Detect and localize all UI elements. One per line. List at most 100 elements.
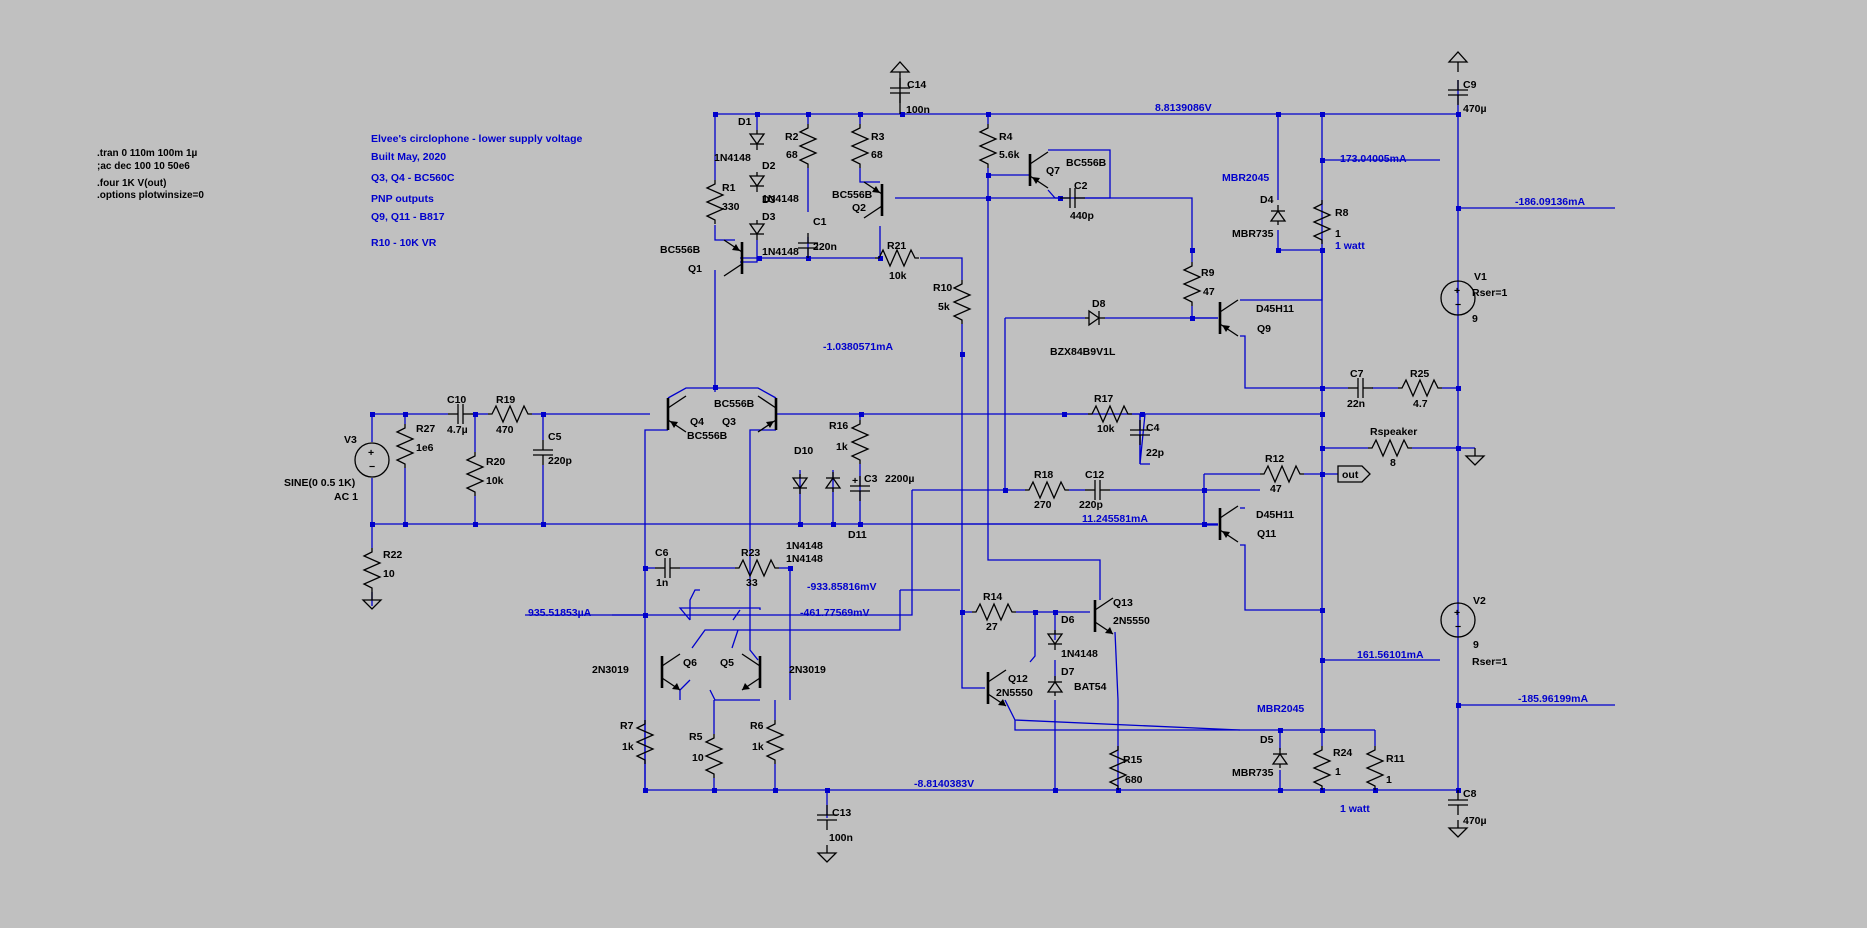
value-r2: 68 [786, 149, 798, 161]
label-r11: R11 [1386, 753, 1405, 765]
label-r5: R5 [689, 731, 703, 743]
label-r1: R1 [722, 182, 736, 194]
label-c13: C13 [832, 807, 851, 819]
value-c7: 22n [1347, 398, 1365, 410]
func-v3: SINE(0 0.5 1K) [284, 477, 355, 489]
label-r3: R3 [871, 131, 885, 143]
value-r4: 5.6k [999, 149, 1020, 161]
model-q5: 2N3019 [789, 664, 826, 676]
readout-i-r12: 11.245581mA [1082, 513, 1148, 525]
out-flag: out [1342, 469, 1359, 481]
label-d4: D4 [1260, 194, 1274, 206]
value-c1: 220n [813, 241, 837, 253]
readout-v-q5: -933.85816mV [807, 581, 876, 593]
label-d8: D8 [1092, 298, 1106, 310]
readout-bottom-rail: -8.8140383V [914, 778, 974, 790]
model-q6: 2N3019 [592, 664, 629, 676]
value-r27: 1e6 [416, 442, 434, 454]
value-r18: 270 [1034, 499, 1052, 511]
value-r6: 1k [752, 741, 764, 753]
readout-v-q6: -461.77569mV [800, 607, 869, 619]
model-q1: BC556B [660, 244, 701, 256]
label-r2: R2 [785, 131, 799, 143]
note-q9q11: Q9, Q11 - B817 [371, 211, 445, 223]
readout-i-v1: -186.09136mA [1515, 196, 1585, 208]
label-c2: C2 [1074, 180, 1088, 192]
readout-top-rail: 8.8139086V [1155, 102, 1212, 114]
schematic-notes: Elvee's circlophone - lower supply volta… [371, 133, 583, 249]
value-r24: 1 [1335, 766, 1341, 778]
value-d7: BAT54 [1074, 681, 1107, 693]
label-q3: Q3 [722, 416, 736, 428]
value-r12: 47 [1270, 483, 1282, 495]
note-r10: R10 - 10K VR [371, 237, 437, 249]
svg-text:+: + [852, 475, 858, 487]
value-c4: 22p [1146, 447, 1164, 459]
label-r14: R14 [983, 591, 1002, 603]
value-r21: 10k [889, 270, 907, 282]
value-r5: 10 [692, 752, 704, 764]
directive-four: .four 1K V(out) [97, 178, 166, 189]
value-c9: 470µ [1463, 103, 1487, 115]
value-c6: 1n [656, 577, 668, 589]
label-c4: C4 [1146, 422, 1160, 434]
value-d1: 1N4148 [714, 152, 751, 164]
value-r16: 1k [836, 441, 848, 453]
value-c3: 2200µ [885, 473, 914, 485]
label-c8: C8 [1463, 788, 1477, 800]
model-q3: BC556B [714, 398, 755, 410]
model-q11: D45H11 [1256, 509, 1294, 521]
label-r15: R15 [1123, 754, 1142, 766]
value-v1: 9 [1472, 313, 1478, 325]
label-q9: Q9 [1257, 323, 1271, 335]
label-d3: D3 [762, 194, 776, 206]
label-c14: C14 [907, 79, 926, 91]
label-r23: R23 [741, 547, 760, 559]
label-q2: Q2 [852, 202, 866, 214]
value-c14: 100n [906, 104, 930, 116]
label-r17: R17 [1094, 393, 1113, 405]
component-symbols: + [354, 51, 1485, 863]
alt-d4: MBR2045 [1222, 172, 1269, 184]
label-c5: C5 [548, 431, 562, 443]
value-c5: 220p [548, 455, 572, 467]
component-labels: C14 100n C9 470µ D1 1N4148 D2 D3 [714, 79, 1487, 206]
label-c10: C10 [447, 394, 466, 406]
value-r17: 10k [1097, 423, 1115, 435]
value-d10: 1N4148 [786, 540, 823, 552]
rser-v2: Rser=1 [1472, 656, 1507, 668]
readout-i-q6: 935.51853µA [528, 607, 592, 619]
label-c9: C9 [1463, 79, 1477, 91]
label-c1: C1 [813, 216, 827, 228]
label-c7: C7 [1350, 368, 1364, 380]
label-r6: R6 [750, 720, 764, 732]
label-v3: V3 [344, 434, 357, 446]
value-v2: 9 [1473, 639, 1479, 651]
model-q13: 2N5550 [1113, 615, 1150, 627]
model-q12: 2N5550 [996, 687, 1033, 699]
model-q7: BC556B [1066, 157, 1107, 169]
readout-i-r8: 173.04005mA [1340, 153, 1407, 165]
value-r11: 1 [1386, 774, 1392, 786]
label-r9: R9 [1201, 267, 1215, 279]
readout-i-r10: -1.0380571mA [823, 341, 893, 353]
rating-r8: 1 watt [1335, 240, 1365, 252]
spice-directives: .tran 0 110m 100m 1µ ;ac dec 100 10 50e6… [97, 148, 204, 201]
rser-v1: Rser=1 [1472, 287, 1507, 299]
model-q2: BC556B [832, 189, 873, 201]
model-d4: MBR735 [1232, 228, 1274, 240]
value-r1: 330 [722, 201, 740, 213]
note-title: Elvee's circlophone - lower supply volta… [371, 133, 583, 145]
value-r19: 470 [496, 424, 514, 436]
label-q7: Q7 [1046, 165, 1060, 177]
value-r14: 27 [986, 621, 998, 633]
value-c8: 470µ [1463, 815, 1487, 827]
label-r22: R22 [383, 549, 402, 561]
note-built: Built May, 2020 [371, 151, 446, 163]
net-readouts: 8.8139086V 173.04005mA -186.09136mA -1.0… [528, 102, 1588, 790]
ac-v3: AC 1 [334, 491, 358, 503]
value-c12: 220p [1079, 499, 1103, 511]
label-r7: R7 [620, 720, 634, 732]
label-r19: R19 [496, 394, 515, 406]
